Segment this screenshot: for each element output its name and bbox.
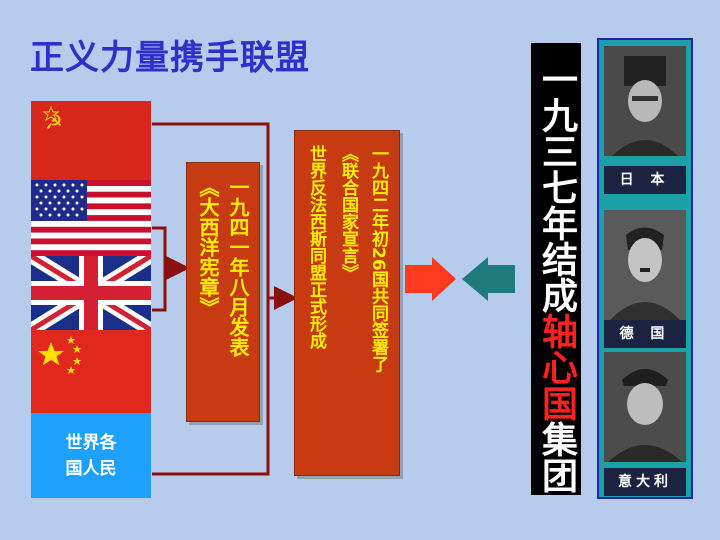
germany-leader-portrait	[604, 210, 686, 320]
germany-label: 德 国	[604, 320, 686, 348]
left-arrow-icon	[462, 257, 515, 301]
declaration-box: 一九四二年初26国共同签署了 《联合国家宣言》 世界反法西斯同盟正式形成	[294, 130, 400, 476]
italy-label: 意大利	[604, 468, 686, 496]
us-flag-icon	[31, 180, 151, 256]
axis-text: 一九三七年结成轴心国集团	[531, 61, 581, 493]
japan-label: 日 本	[604, 166, 686, 194]
charter-date-text: 一九四一年八月发表	[226, 177, 250, 357]
atlantic-charter-box: 一九四一年八月发表 《大西洋宪章》	[186, 162, 260, 422]
world-people-box: 世界各 国人民	[31, 413, 151, 498]
world-people-label-line2: 国人民	[65, 458, 117, 479]
right-arrow-icon	[405, 257, 456, 301]
axis-strip: 一九三七年结成轴心国集团	[531, 43, 581, 495]
soviet-flag-icon: ☭	[31, 101, 151, 180]
svg-text:☭: ☭	[45, 110, 63, 134]
declaration-name-text: 《联合国家宣言》	[338, 145, 358, 281]
axis-suffix-text: 集团	[536, 421, 577, 493]
uk-flag-icon	[31, 256, 151, 330]
axis-highlight-text: 轴心国	[536, 313, 577, 421]
axis-leaders-panel: 日 本 德 国 意大利	[597, 38, 693, 499]
axis-prefix-text: 一九三七年结成	[536, 61, 577, 313]
charter-name-text: 《大西洋宪章》	[196, 177, 220, 317]
slide-title: 正义力量携手联盟	[30, 38, 310, 78]
world-people-label-line1: 世界各	[65, 432, 117, 453]
japan-leader-portrait	[604, 46, 686, 156]
declaration-date-text: 一九四二年初26国共同签署了	[368, 145, 388, 373]
china-flag-icon	[31, 330, 151, 413]
alliance-formed-text: 世界反法西斯同盟正式形成	[306, 145, 326, 349]
italy-leader-portrait	[604, 352, 686, 462]
